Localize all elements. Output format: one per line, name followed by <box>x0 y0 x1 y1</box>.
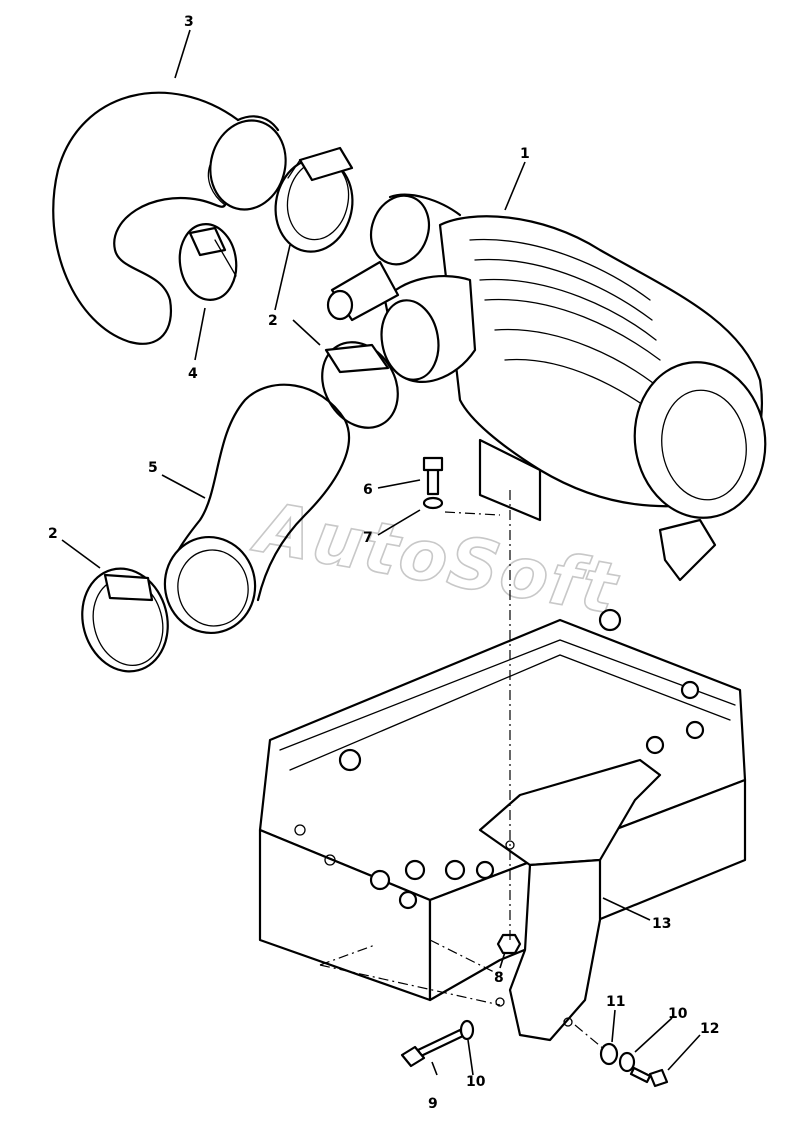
callout-labels: 3 1 2 4 5 6 7 2 13 8 11 10 12 9 10 <box>48 14 719 1112</box>
washer-part-10-left <box>459 1019 475 1041</box>
callout-3: 3 <box>184 14 194 30</box>
elbow-hose-part-3 <box>52 91 287 345</box>
callout-8: 8 <box>494 970 504 986</box>
hose-clamp-part-2-lower <box>81 567 169 673</box>
callout-6: 6 <box>363 482 373 498</box>
hose-clamp-part-4 <box>178 223 238 301</box>
callout-13: 13 <box>652 916 671 932</box>
callout-11: 11 <box>606 994 625 1010</box>
alignment-lines <box>319 490 606 1051</box>
callout-12: 12 <box>700 1021 719 1037</box>
mounting-bracket-part-13 <box>478 758 662 1042</box>
callout-4: 4 <box>188 366 198 382</box>
callout-7: 7 <box>363 530 373 546</box>
bolt-part-12 <box>629 1066 669 1088</box>
straight-hose-part-5 <box>163 383 351 635</box>
leader-lines <box>61 29 701 1076</box>
bolt-part-6 <box>422 456 444 496</box>
air-cleaner-part-1 <box>326 193 767 582</box>
washer-part-7 <box>422 496 444 510</box>
callout-2-upper: 2 <box>268 313 278 329</box>
bolt-part-9 <box>400 1028 465 1068</box>
hose-clamp-part-2-upper <box>274 146 354 253</box>
callout-2-lower: 2 <box>48 526 58 542</box>
callout-10-left: 10 <box>466 1074 486 1090</box>
callout-9: 9 <box>428 1096 438 1112</box>
washer-part-11 <box>599 1042 619 1066</box>
nut-part-8 <box>496 933 522 955</box>
callout-1: 1 <box>520 146 530 162</box>
callout-5: 5 <box>148 460 158 476</box>
washer-part-10-right <box>618 1051 636 1073</box>
callout-10-right: 10 <box>668 1006 688 1022</box>
